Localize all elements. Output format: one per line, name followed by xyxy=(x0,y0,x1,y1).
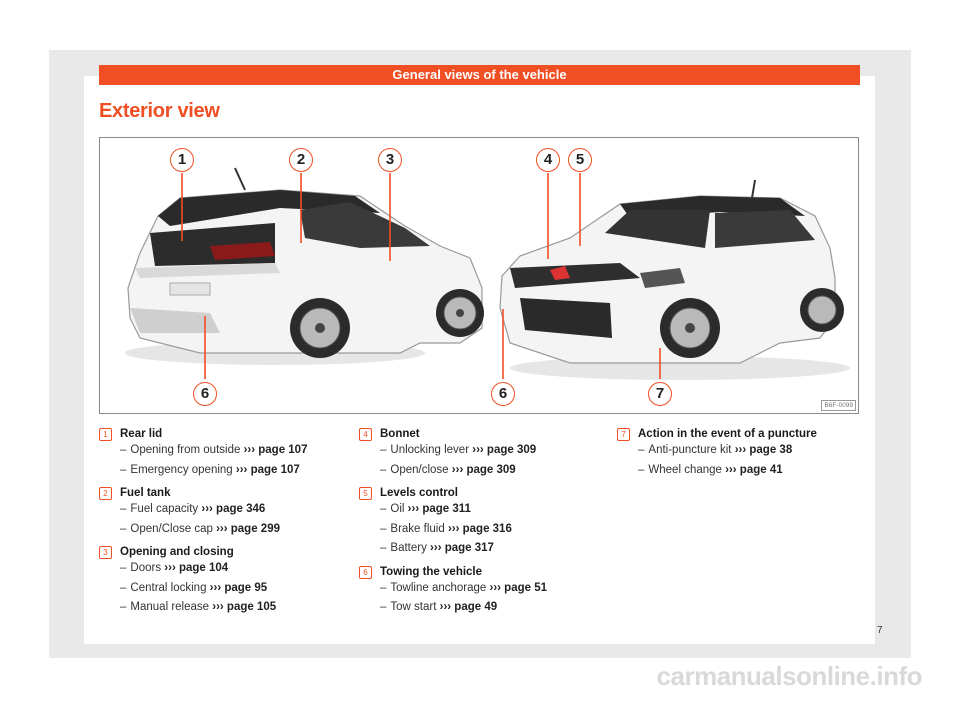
legend-subitem: –Battery ››› page 317 xyxy=(380,542,494,554)
legend-item-3: 3 Opening and closing –Doors ››› page 104 –… xyxy=(99,545,307,618)
page-reference-link[interactable]: ››› page 38 xyxy=(734,444,793,456)
page-reference-link[interactable]: ››› page 309 xyxy=(451,463,516,476)
legend-column-2: 4 Bonnet –Unlocking lever ››› page 309 –Ope… xyxy=(359,427,547,624)
subitem-text: Brake fluid xyxy=(390,522,448,535)
legend-item-1: 1 Rear lid –Opening from outside ››› page … xyxy=(99,427,307,480)
page-reference-link[interactable]: ››› page 41 xyxy=(725,463,783,476)
callout-badge-3: 3 xyxy=(378,148,402,172)
watermark: carmanualsonline.info xyxy=(0,658,960,708)
callout-badge-5: 5 xyxy=(568,148,592,172)
legend-item-title: Fuel tank xyxy=(120,487,171,499)
page-reference-link[interactable]: ››› page 49 xyxy=(439,601,498,613)
legend-item-5: 5 Levels control –Oil ››› page 311 –Brake f… xyxy=(359,486,547,559)
callout-badge-4: 4 xyxy=(536,148,560,172)
watermark-text: carmanualsonline.info xyxy=(656,661,923,691)
subitem-text: Wheel change xyxy=(648,463,726,476)
legend-subitem: –Tow start ››› page 49 xyxy=(380,601,498,613)
subitem-text: Opening from outside xyxy=(130,444,244,456)
page-reference-link[interactable]: ››› page 316 xyxy=(447,522,512,535)
legend-number-badge: 4 xyxy=(359,428,372,441)
page-reference-link[interactable]: ››› page 104 xyxy=(164,562,229,574)
page-reference-link[interactable]: ››› page 95 xyxy=(209,581,268,594)
page-reference-link[interactable]: ››› page 51 xyxy=(489,581,548,594)
legend-item-2: 2 Fuel tank –Fuel capacity ››› page 346 –Op… xyxy=(99,486,307,539)
page-reference-link[interactable]: ››› page 311 xyxy=(407,503,471,515)
figure-code: B6F-0099 xyxy=(821,400,856,411)
legend-item-title: Bonnet xyxy=(380,428,420,440)
callout-badge-2: 2 xyxy=(289,148,313,172)
legend-number-badge: 6 xyxy=(359,565,372,579)
subitem-text: Emergency opening xyxy=(130,463,236,476)
legend-item-title: Action in the event of a puncture xyxy=(638,428,817,440)
subitem-text: Central locking xyxy=(130,581,210,594)
subitem-text: Towline anchorage xyxy=(390,581,490,594)
legend-number-badge: 7 xyxy=(617,428,630,441)
legend-number-badge: 1 xyxy=(99,428,112,441)
page-number: 7 xyxy=(877,625,883,636)
callout-lines xyxy=(181,173,661,379)
legend-column-3: 7 Action in the event of a puncture –Anti-… xyxy=(617,427,817,486)
subitem-text: Unlocking lever xyxy=(390,444,473,456)
legend-item-title: Opening and closing xyxy=(120,546,234,558)
subitem-text: Open/close xyxy=(390,463,452,476)
vehicle-illustration xyxy=(125,167,850,380)
legend-item-title: Levels control xyxy=(380,487,458,499)
legend-subitem: –Brake fluid ››› page 316 xyxy=(380,522,512,535)
page-reference-link[interactable]: ››› page 346 xyxy=(201,503,266,515)
callout-badge-6: 6 xyxy=(193,382,217,406)
page-reference-link[interactable]: ››› page 309 xyxy=(472,444,537,456)
page-reference-link[interactable]: ››› page 299 xyxy=(216,522,280,535)
legend-number-badge: 5 xyxy=(359,487,372,500)
legend-item-title: Towing the vehicle xyxy=(380,565,483,578)
legend-subitem: –Central locking ››› page 95 xyxy=(120,581,268,594)
front-car-image xyxy=(499,179,850,380)
legend-subitem: –Fuel capacity ››› page 346 xyxy=(120,503,266,515)
legend-subitem: –Open/Close cap ››› page 299 xyxy=(120,522,280,535)
legend-subitem: –Oil ››› page 311 xyxy=(380,503,471,515)
legend-column-1: 1 Rear lid –Opening from outside ››› page … xyxy=(99,427,307,624)
subitem-text: Open/Close cap xyxy=(130,522,217,535)
legend-subitem: –Opening from outside ››› page 107 xyxy=(120,444,308,456)
legend-subitem: –Unlocking lever ››› page 309 xyxy=(380,444,537,456)
subitem-text: Anti-puncture kit xyxy=(648,444,735,456)
legend-subitem: –Open/close ››› page 309 xyxy=(380,463,516,476)
rear-car-image xyxy=(125,167,484,365)
legend-subitem: –Anti-puncture kit ››› page 38 xyxy=(638,444,793,456)
legend-item-title: Rear lid xyxy=(120,428,163,440)
subitem-text: Battery xyxy=(390,542,431,554)
legend-item-6: 6 Towing the vehicle –Towline anchorage ››… xyxy=(359,565,547,618)
subitem-text: Manual release xyxy=(130,601,213,613)
callout-badge-1: 1 xyxy=(170,148,194,172)
legend-subitem: –Wheel change ››› page 41 xyxy=(638,463,783,476)
legend-number-badge: 3 xyxy=(99,546,112,559)
legend-subitem: –Emergency opening ››› page 107 xyxy=(120,463,300,476)
callout-badge-6: 6 xyxy=(491,382,515,406)
legend-subitem: –Manual release ››› page 105 xyxy=(120,601,277,613)
legend-number-badge: 2 xyxy=(99,487,112,500)
subitem-text: Doors xyxy=(130,562,165,574)
legend-subitem: –Towline anchorage ››› page 51 xyxy=(380,581,548,594)
page-reference-link[interactable]: ››› page 317 xyxy=(430,542,494,554)
page-reference-link[interactable]: ››› page 107 xyxy=(235,463,300,476)
subitem-text: Fuel capacity xyxy=(130,503,202,515)
callout-badge-7: 7 xyxy=(648,382,672,406)
legend-item-4: 4 Bonnet –Unlocking lever ››› page 309 –Ope… xyxy=(359,427,547,480)
legend-item-7: 7 Action in the event of a puncture –Anti-… xyxy=(617,427,817,480)
subitem-text: Tow start xyxy=(390,601,440,613)
legend-subitem: –Doors ››› page 104 xyxy=(120,562,229,574)
subitem-text: Oil xyxy=(390,503,408,515)
page-reference-link[interactable]: ››› page 105 xyxy=(212,601,277,613)
page-title: Exterior view xyxy=(99,100,220,122)
page-reference-link[interactable]: ››› page 107 xyxy=(243,444,308,456)
section-header: General views of the vehicle xyxy=(99,65,860,85)
